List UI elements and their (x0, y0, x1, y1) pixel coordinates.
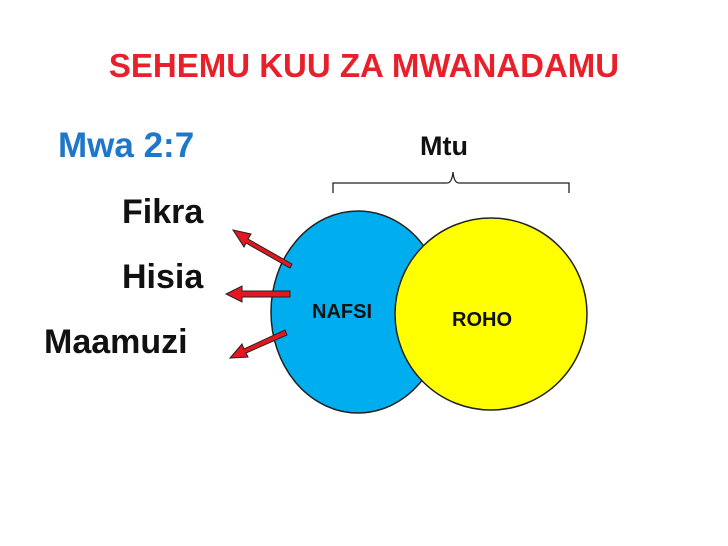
faculty-fikra: Fikra (122, 193, 204, 231)
arrow-to-hisia-shape (224, 285, 291, 303)
soul-label: NAFSI (312, 301, 372, 323)
slide-title: SEHEMU KUU ZA MWANADAMU (108, 47, 620, 84)
brace (332, 171, 570, 193)
scripture-reference: Mwa 2:7 (58, 126, 195, 165)
faculty-hisia: Hisia (122, 258, 204, 296)
spirit-circle (394, 217, 588, 411)
whole-person-label: Mtu (420, 131, 468, 161)
arrow-to-fikra (231, 229, 293, 269)
arrow-to-hisia (224, 285, 291, 303)
spirit-label: ROHO (452, 309, 512, 331)
arrow-to-maamuzi-shape (228, 329, 288, 359)
arrow-to-maamuzi (228, 329, 288, 359)
faculty-maamuzi: Maamuzi (44, 323, 188, 361)
arrow-to-fikra-shape (231, 229, 293, 269)
